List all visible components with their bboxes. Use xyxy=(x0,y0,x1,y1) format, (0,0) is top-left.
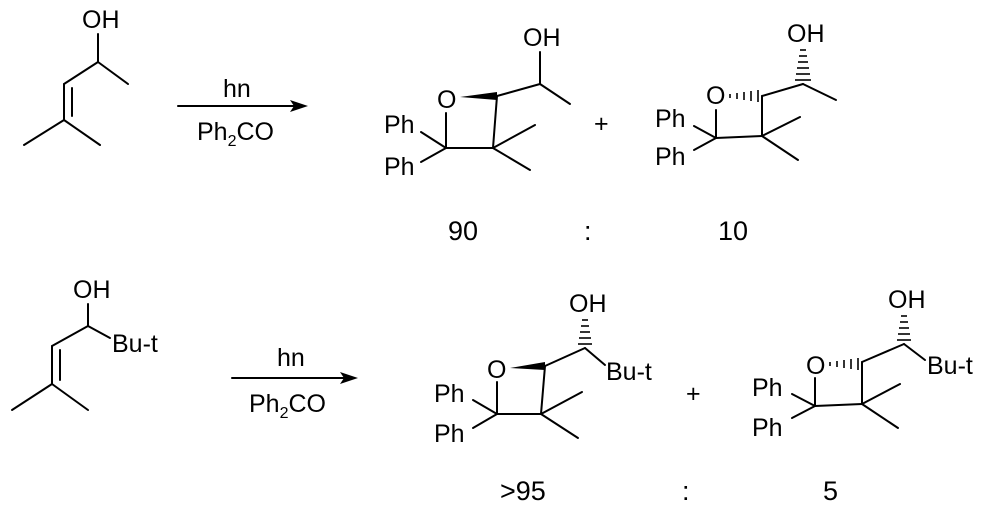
product-1-minor-o-label: O xyxy=(706,82,725,110)
arrow-1-reagent-label: Ph2CO xyxy=(197,118,274,150)
bond xyxy=(715,135,763,139)
wedge-bond xyxy=(460,92,497,100)
bond xyxy=(761,135,799,161)
reactant-2-oh-label: OH xyxy=(73,276,111,304)
product-2-minor: OH Bu-t O xyxy=(752,286,973,442)
bond xyxy=(51,325,89,347)
bond xyxy=(11,383,53,411)
bond xyxy=(472,413,498,429)
wedge-bond xyxy=(510,362,545,370)
bond xyxy=(492,147,531,171)
product-2-major-o-label: O xyxy=(487,356,506,384)
reactant-2-but-label: Bu-t xyxy=(112,330,158,358)
bond xyxy=(540,413,579,439)
product-1-minor-oh-label: OH xyxy=(787,20,825,48)
product-2-major-but-label: Bu-t xyxy=(606,358,652,386)
product-1-major-ph-label: Ph xyxy=(384,153,415,181)
product-2-major-ph-label: Ph xyxy=(434,380,465,408)
bond xyxy=(540,365,546,415)
ratio-1-minor: 10 xyxy=(718,216,748,246)
bond xyxy=(693,125,717,139)
product-2-minor-but-label: Bu-t xyxy=(927,352,973,380)
bond xyxy=(492,95,498,149)
bond xyxy=(472,399,498,415)
bond xyxy=(791,405,816,419)
product-2-major-oh-label: OH xyxy=(569,290,607,318)
bond xyxy=(420,147,447,163)
ratio-1-major: 90 xyxy=(448,216,478,246)
reaction-1: OH hn Ph2CO OH O xyxy=(23,6,837,246)
product-1-minor: OH O xyxy=(655,20,837,171)
ratio-2-colon: : xyxy=(682,476,690,506)
reaction-2: OH Bu-t hn Ph2CO OH xyxy=(11,276,973,506)
bond xyxy=(51,383,89,411)
ratio-2-major: >95 xyxy=(500,476,546,506)
product-1-major-oh-label: OH xyxy=(523,24,561,52)
product-2-minor-ph-label: Ph xyxy=(752,374,783,402)
product-1-minor-ph-label: Ph xyxy=(655,105,686,133)
bond xyxy=(544,347,586,367)
hashed-bond xyxy=(729,90,759,102)
bond xyxy=(861,403,899,429)
reactant-1-oh-label: OH xyxy=(82,6,120,34)
reaction-arrow-1: hn Ph2CO xyxy=(177,75,308,150)
bond xyxy=(492,124,536,149)
product-2-major: OH Bu-t O Ph Ph xyxy=(434,290,652,448)
hashed-bond xyxy=(578,319,592,345)
bond xyxy=(761,116,801,137)
reactant-2: OH Bu-t xyxy=(11,276,158,411)
arrow-head xyxy=(290,100,308,112)
bond xyxy=(87,325,111,339)
bond xyxy=(540,391,583,415)
product-1-minor-ph-label: Ph xyxy=(655,143,686,171)
arrow-head xyxy=(340,372,358,384)
ratio-1-colon: : xyxy=(584,216,592,246)
hashed-bond xyxy=(897,315,911,341)
bond xyxy=(539,83,571,105)
product-2-minor-oh-label: OH xyxy=(888,286,926,314)
bond xyxy=(903,343,926,361)
bond xyxy=(63,61,99,85)
bond xyxy=(23,119,65,146)
reaction-arrow-2: hn Ph2CO xyxy=(231,344,358,422)
arrow-2-reagent-label: Ph2CO xyxy=(249,390,326,422)
arrow-2-hv-label: hn xyxy=(277,344,305,372)
bond xyxy=(861,383,901,405)
product-1-major-o-label: O xyxy=(437,86,456,114)
bond xyxy=(814,403,863,407)
bond xyxy=(693,137,717,151)
product-2-minor-ph-label: Ph xyxy=(752,414,783,442)
hashed-bond xyxy=(829,358,859,370)
bond xyxy=(97,61,129,85)
product-1-major-ph-label: Ph xyxy=(384,111,415,139)
bond xyxy=(496,83,541,97)
ratio-2-minor: 5 xyxy=(823,476,838,506)
product-2-major-ph-label: Ph xyxy=(434,420,465,448)
reactant-1: OH xyxy=(23,6,129,146)
bond xyxy=(861,343,905,363)
plus-sign-2: + xyxy=(686,380,701,408)
arrow-1-hv-label: hn xyxy=(223,75,251,103)
bond xyxy=(63,119,101,146)
product-2-minor-o-label: O xyxy=(806,352,825,380)
bond xyxy=(761,83,804,97)
plus-sign-1: + xyxy=(594,110,609,138)
bond xyxy=(802,83,837,101)
bond xyxy=(791,393,816,407)
hashed-bond xyxy=(795,49,811,81)
bond xyxy=(420,131,447,149)
bond xyxy=(584,347,606,366)
product-1-major: OH O Ph Ph xyxy=(384,24,571,181)
